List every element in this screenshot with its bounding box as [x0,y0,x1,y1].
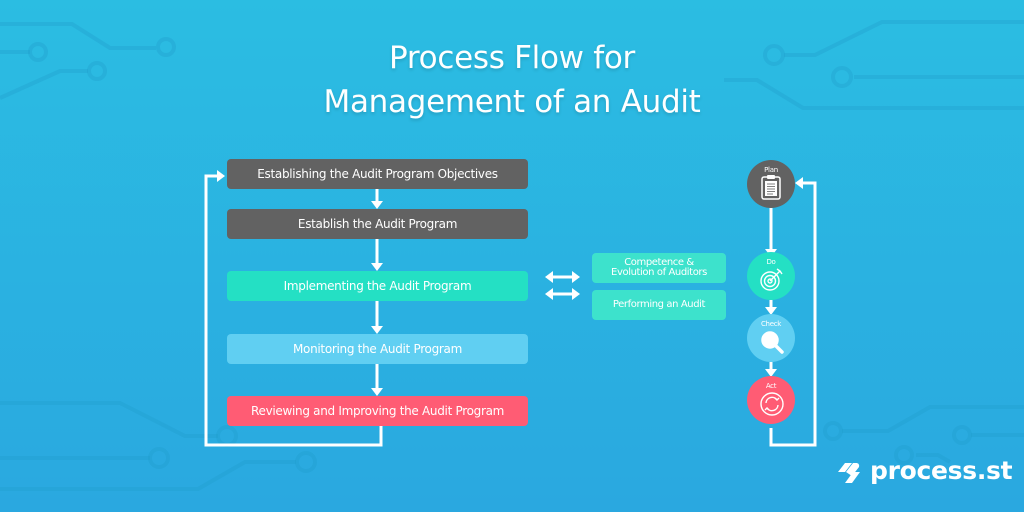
flow-step-monitoring-program: Monitoring the Audit Program [227,334,528,364]
side-box-performing-audit: Performing an Audit [592,290,726,320]
pdca-check: Check [747,314,795,362]
pdca-label: Plan [764,166,778,174]
process-st-logo: process.st [836,456,1013,485]
refresh-cycle-icon [760,392,784,416]
target-dart-icon [760,268,783,291]
clipboard-icon [761,175,781,200]
process-st-logo-icon [838,462,860,483]
flow-step-label: Monitoring the Audit Program [292,342,462,356]
flow-step-label: Establishing the Audit Program Objective… [257,167,498,181]
logo-text: process.st [870,456,1013,485]
pdca-act: Act [747,376,795,424]
side-box-label: Competence & Evolution of Auditors [611,257,707,278]
pdca-do: Do [747,252,795,300]
pdca-label: Act [765,382,777,390]
title-line-1: Process Flow for [389,40,635,76]
pdca-plan: Plan [747,160,795,208]
magnifier-icon [761,331,784,354]
flow-step-label: Implementing the Audit Program [283,279,472,293]
flow-step-reviewing-improving: Reviewing and Improving the Audit Progra… [227,396,528,426]
side-box-label: Performing an Audit [612,299,706,310]
page-title: Process Flow for Management of an Audit [0,36,1024,124]
flow-step-implementing-program: Implementing the Audit Program [227,271,528,301]
pdca-label: Do [766,258,776,266]
side-box-competence-auditors: Competence & Evolution of Auditors [592,253,726,283]
pdca-label: Check [760,320,782,328]
flow-step-establishing-objectives: Establishing the Audit Program Objective… [227,159,528,189]
flow-step-label: Reviewing and Improving the Audit Progra… [250,404,505,418]
flow-step-label: Establish the Audit Program [297,217,458,231]
flow-step-establish-program: Establish the Audit Program [227,209,528,239]
title-line-2: Management of an Audit [323,84,701,120]
